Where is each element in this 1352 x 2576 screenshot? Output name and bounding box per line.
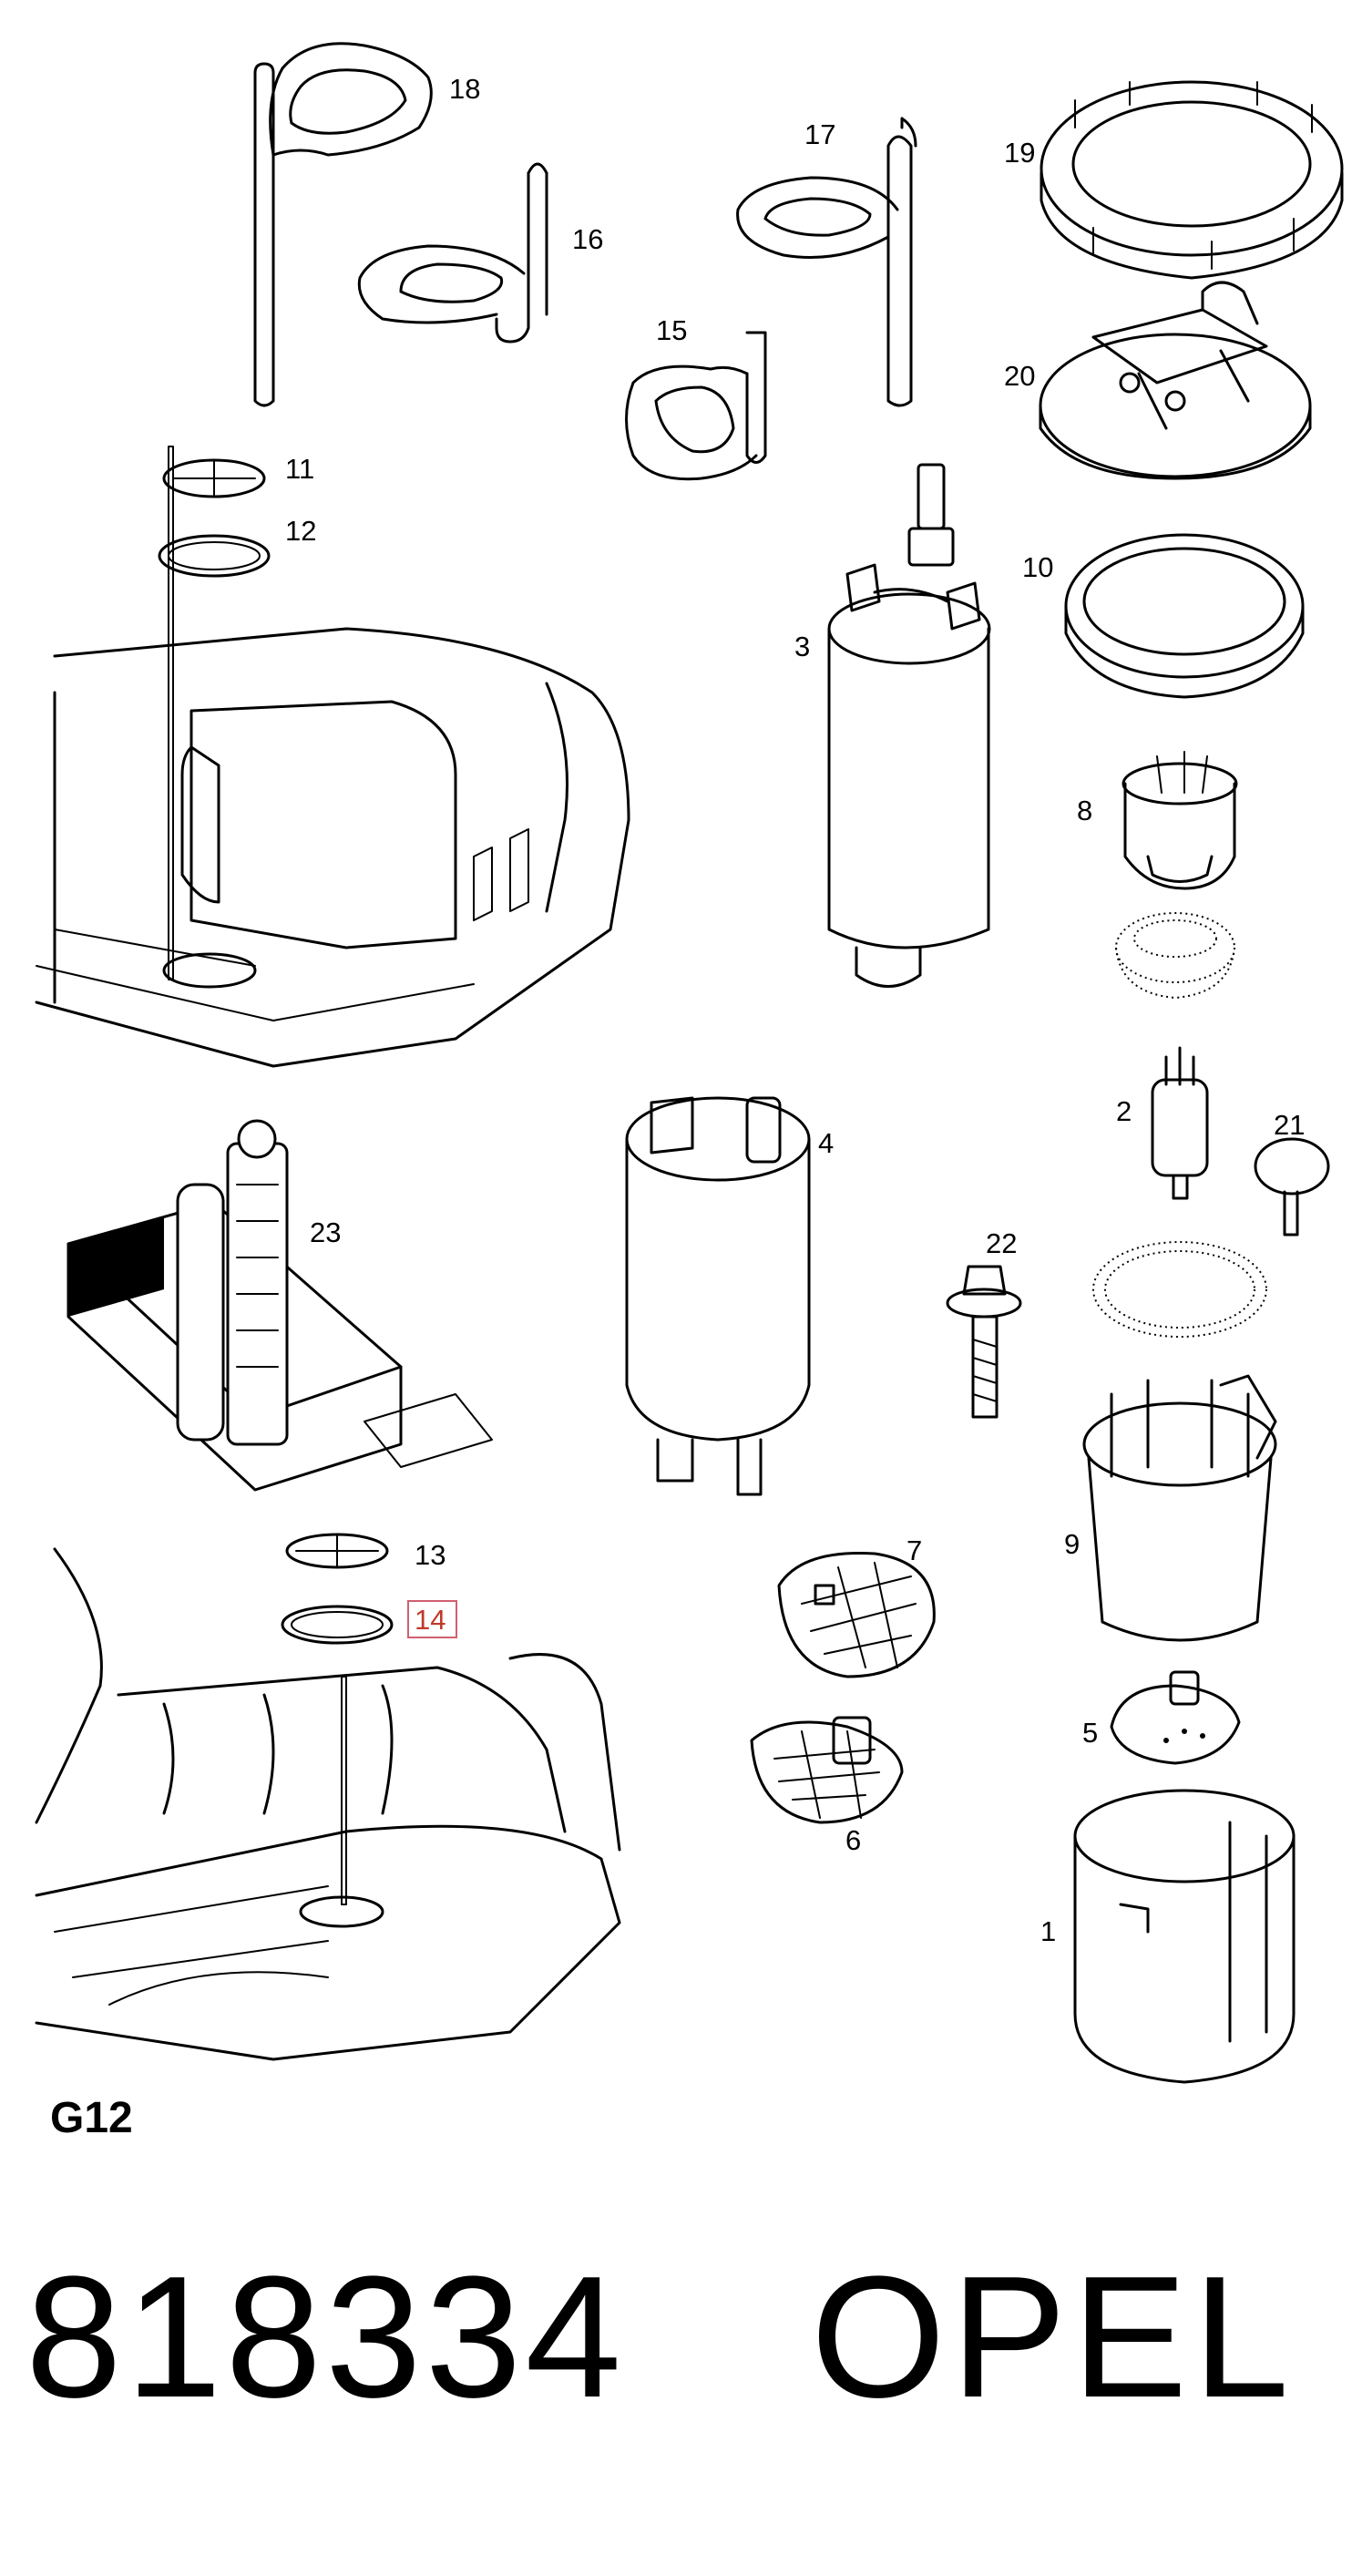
- hose-18: [253, 42, 433, 407]
- filter-6: [750, 1716, 904, 1824]
- gasket-11: [162, 458, 266, 498]
- housing-1: [1073, 1789, 1296, 2084]
- callout-16: 16: [572, 223, 603, 255]
- callout-8: 8: [1077, 795, 1092, 826]
- hose-16: [357, 162, 548, 344]
- vehicle-floor-upper: [35, 446, 630, 1068]
- seal-ring-10: [1064, 533, 1305, 699]
- callout-15: 15: [656, 314, 687, 346]
- callout-18: 18: [449, 73, 480, 105]
- filter-7: [777, 1551, 936, 1678]
- callout-7: 7: [906, 1534, 922, 1566]
- section-label: G12: [50, 2094, 133, 2142]
- hose-15: [625, 331, 767, 481]
- callout-21: 21: [1274, 1109, 1305, 1141]
- fuel-pump-4: [625, 1096, 811, 1496]
- hose-17: [736, 117, 917, 407]
- callout-14-highlight-box: [407, 1600, 457, 1638]
- callout-3: 3: [794, 631, 810, 662]
- lock-ring-19: [1040, 80, 1344, 280]
- callout-9: 9: [1064, 1528, 1080, 1560]
- callout-14: 14: [415, 1604, 446, 1636]
- seal-ring-dotted: [1092, 1241, 1267, 1338]
- cap-21: [1254, 1137, 1330, 1237]
- callout-13: 13: [415, 1539, 446, 1571]
- bolt-22: [946, 1265, 1022, 1419]
- callout-6: 6: [845, 1824, 861, 1856]
- callout-20: 20: [1004, 360, 1035, 392]
- callout-19: 19: [1004, 137, 1035, 169]
- small-pump-2: [1151, 1046, 1209, 1200]
- gasket-12: [158, 534, 271, 578]
- strainer-8: [1115, 751, 1238, 1000]
- part-number: 818334: [26, 2241, 626, 2434]
- brand-name: OPEL: [811, 2241, 1295, 2434]
- callout-22: 22: [986, 1227, 1017, 1259]
- reservoir-9: [1082, 1374, 1277, 1642]
- callout-1: 1: [1040, 1915, 1056, 1947]
- callout-11: 11: [285, 453, 314, 485]
- callout-2: 2: [1116, 1095, 1132, 1127]
- fuel-pump-3: [827, 463, 991, 988]
- callout-12: 12: [285, 515, 316, 547]
- vehicle-floor-lower: [35, 1547, 621, 2061]
- sealant-kit-23: [67, 1119, 493, 1492]
- gasket-13: [285, 1533, 389, 1569]
- callout-17: 17: [804, 118, 835, 150]
- callout-10: 10: [1022, 551, 1053, 583]
- gasket-14: [281, 1605, 394, 1645]
- filter-5: [1110, 1670, 1241, 1765]
- parts-diagram: 18 16 17 15 19 20 11 12 10 3 8 4 2 21 23…: [35, 42, 1344, 2142]
- callout-4: 4: [818, 1127, 834, 1159]
- tank-cover-20: [1039, 281, 1312, 480]
- callout-23: 23: [310, 1216, 341, 1248]
- callout-5: 5: [1082, 1717, 1098, 1749]
